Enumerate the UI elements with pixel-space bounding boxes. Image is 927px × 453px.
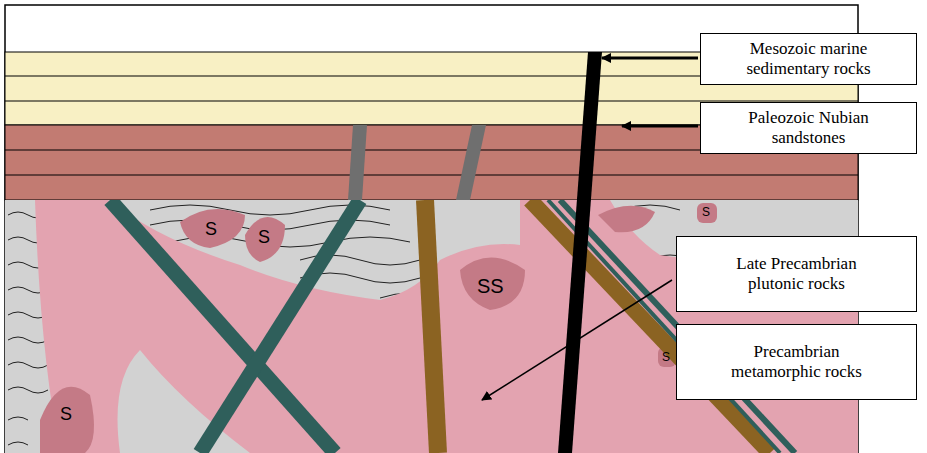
rock-symbol: S: [702, 206, 710, 218]
label-box: Late Precambrian plutonic rocks: [676, 236, 917, 312]
label-box: Mesozoic marine sedimentary rocks: [700, 33, 917, 85]
label-box: Paleozoic Nubian sandstones: [700, 102, 917, 154]
rock-symbol: S: [662, 351, 670, 363]
label-box: Precambrian metamorphic rocks: [676, 324, 917, 400]
box-label: Late Precambrian plutonic rocks: [712, 254, 882, 294]
rock-symbol: S: [258, 228, 270, 246]
box-label: Precambrian metamorphic rocks: [712, 342, 882, 382]
rock-symbol: S: [205, 220, 217, 238]
box-label: Mesozoic marine sedimentary rocks: [724, 39, 894, 79]
box-label: Paleozoic Nubian sandstones: [724, 108, 894, 148]
rock-symbol: SS: [477, 276, 504, 296]
rock-symbol: S: [60, 405, 72, 423]
